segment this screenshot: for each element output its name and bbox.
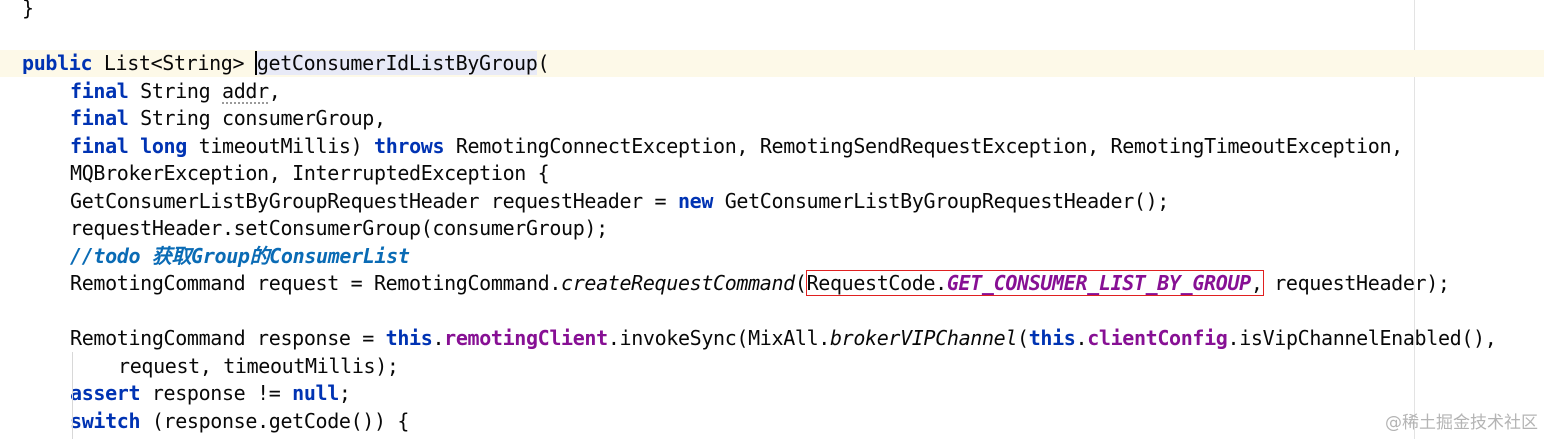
- code-line-switch[interactable]: switch (response.getCode()) {: [70, 409, 410, 433]
- indent-guide: [72, 352, 73, 439]
- method-name-selection[interactable]: getConsumerIdListByGroup: [254, 51, 538, 75]
- watermark: @稀土掘金技术社区: [1385, 413, 1538, 433]
- code-line-1[interactable]: }: [22, 0, 34, 20]
- code-line-param-addr[interactable]: final String addr,: [70, 79, 281, 103]
- code-line-assert[interactable]: assert response != null;: [70, 381, 351, 405]
- request-code-highlight-box: RequestCode.GET_CONSUMER_LIST_BY_GROUP,: [805, 270, 1264, 296]
- code-line-invoke-args[interactable]: request, timeoutMillis);: [118, 354, 399, 378]
- code-line-invoke-sync[interactable]: RemotingCommand response = this.remoting…: [70, 326, 1497, 350]
- unused-param-warning: addr: [222, 79, 269, 103]
- code-line-todo-comment[interactable]: //todo 获取Group的ConsumerList: [70, 244, 410, 268]
- code-line-param-group[interactable]: final String consumerGroup,: [70, 106, 386, 130]
- code-line-method-signature[interactable]: public List<String> getConsumerIdListByG…: [0, 50, 1544, 77]
- code-line-create-request[interactable]: RemotingCommand request = RemotingComman…: [70, 270, 1450, 296]
- code-line-param-timeout[interactable]: final long timeoutMillis) throws Remotin…: [70, 134, 1403, 158]
- code-line-request-header[interactable]: GetConsumerListByGroupRequestHeader requ…: [70, 189, 1169, 213]
- right-margin-guide: [1414, 0, 1415, 439]
- code-line-set-group[interactable]: requestHeader.setConsumerGroup(consumerG…: [70, 216, 608, 240]
- code-line-throws-cont[interactable]: MQBrokerException, InterruptedException …: [70, 161, 550, 185]
